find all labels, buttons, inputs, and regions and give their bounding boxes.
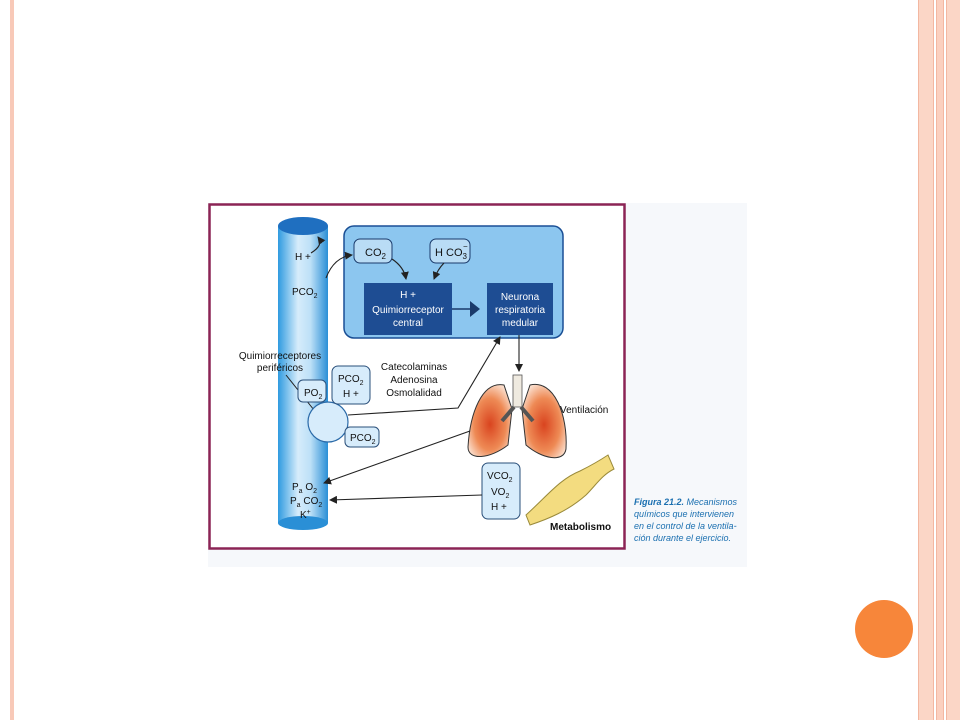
pco2-low-label: PCO2: [350, 433, 376, 446]
lungs-to-blood-arrow: [323, 430, 471, 485]
pco2-low-box: [344, 426, 380, 448]
po2-box: [297, 379, 327, 403]
vessel-pco2-label: PCO2: [292, 287, 318, 300]
co2-label: CO2: [365, 247, 387, 261]
pco2-to-co2-arrow: [325, 251, 353, 279]
ventilation-label: Ventilación: [560, 405, 608, 416]
central-label-line1: Quimiorreceptor: [372, 305, 444, 316]
vessel-bottom: [278, 516, 328, 530]
caption-line1: Figura 21.2. Mecanismos: [634, 497, 738, 507]
vessel-top: [278, 217, 328, 235]
right-accent-stripe-2: [936, 0, 944, 720]
neuron-label-line2: respiratoria: [495, 305, 545, 316]
pco2-h-box: [331, 365, 371, 405]
metabolism-to-blood-arrow: [329, 494, 483, 504]
caption-line2: químicos que intervienen: [634, 509, 734, 519]
hco3-arrow: [432, 262, 445, 280]
trachea: [512, 374, 523, 408]
figure-image: CO2 H CO3− H + Quimiorreceptor central N…: [208, 203, 747, 567]
right-accent-stripe-3: [946, 0, 960, 720]
hormones-line2: Adenosina: [390, 375, 438, 386]
central-h-label: H +: [400, 290, 416, 301]
co2-arrow: [391, 258, 409, 280]
diagram-svg: CO2 H CO3− H + Quimiorreceptor central N…: [208, 203, 747, 567]
po2-label: PO2: [304, 388, 322, 401]
vo2-label: VO2: [491, 487, 509, 500]
hco3-label: H CO3−: [435, 242, 468, 261]
pco2-box-label: PCO2: [338, 374, 364, 387]
peripheral-chemoreceptor-body: [307, 401, 349, 443]
vessel-h-arrow: [310, 236, 326, 254]
neuron-label-line3: medular: [502, 318, 539, 329]
co2-box: [353, 238, 393, 264]
neuron-label-line1: Neurona: [501, 292, 540, 303]
vessel-pao2-label: Pa O2: [292, 482, 317, 495]
right-lung: [521, 383, 567, 459]
hormones-line3: Osmolalidad: [386, 388, 442, 399]
metabolism-values-box: [481, 462, 521, 520]
left-lung: [467, 384, 513, 457]
caption-line3: en el control de la ventila-: [634, 521, 737, 531]
central-connector-head: [470, 301, 480, 317]
metab-h-label: H +: [491, 502, 507, 513]
caption-line4: ción durante el ejercicio.: [634, 533, 731, 543]
h-box-label: H +: [343, 389, 359, 400]
vessel-paco2-label: Pa CO2: [290, 496, 322, 509]
central-label-line2: central: [393, 318, 423, 329]
peripheral-label-line1: Quimiorreceptores: [239, 351, 321, 362]
metabolism-label: Metabolismo: [550, 522, 611, 533]
peripheral-to-neuron-arrow: [347, 336, 501, 416]
hormones-line1: Catecolaminas: [381, 362, 447, 373]
vessel-k-label: K+: [300, 509, 311, 521]
left-accent-bar: [10, 0, 14, 720]
blood-vessel: [278, 226, 328, 523]
neuron-box: [487, 283, 553, 335]
central-chemoreceptor-box: [364, 283, 452, 335]
orange-circle-decoration: [855, 600, 913, 658]
muscle-shape: [525, 454, 615, 526]
vco2-label: VCO2: [487, 471, 513, 484]
peripheral-label-line2: periféricos: [257, 363, 303, 374]
hco3-box: [429, 238, 471, 264]
bronchi: [500, 405, 535, 423]
right-accent-stripe-1: [918, 0, 934, 720]
vessel-h-label: H +: [295, 252, 311, 263]
